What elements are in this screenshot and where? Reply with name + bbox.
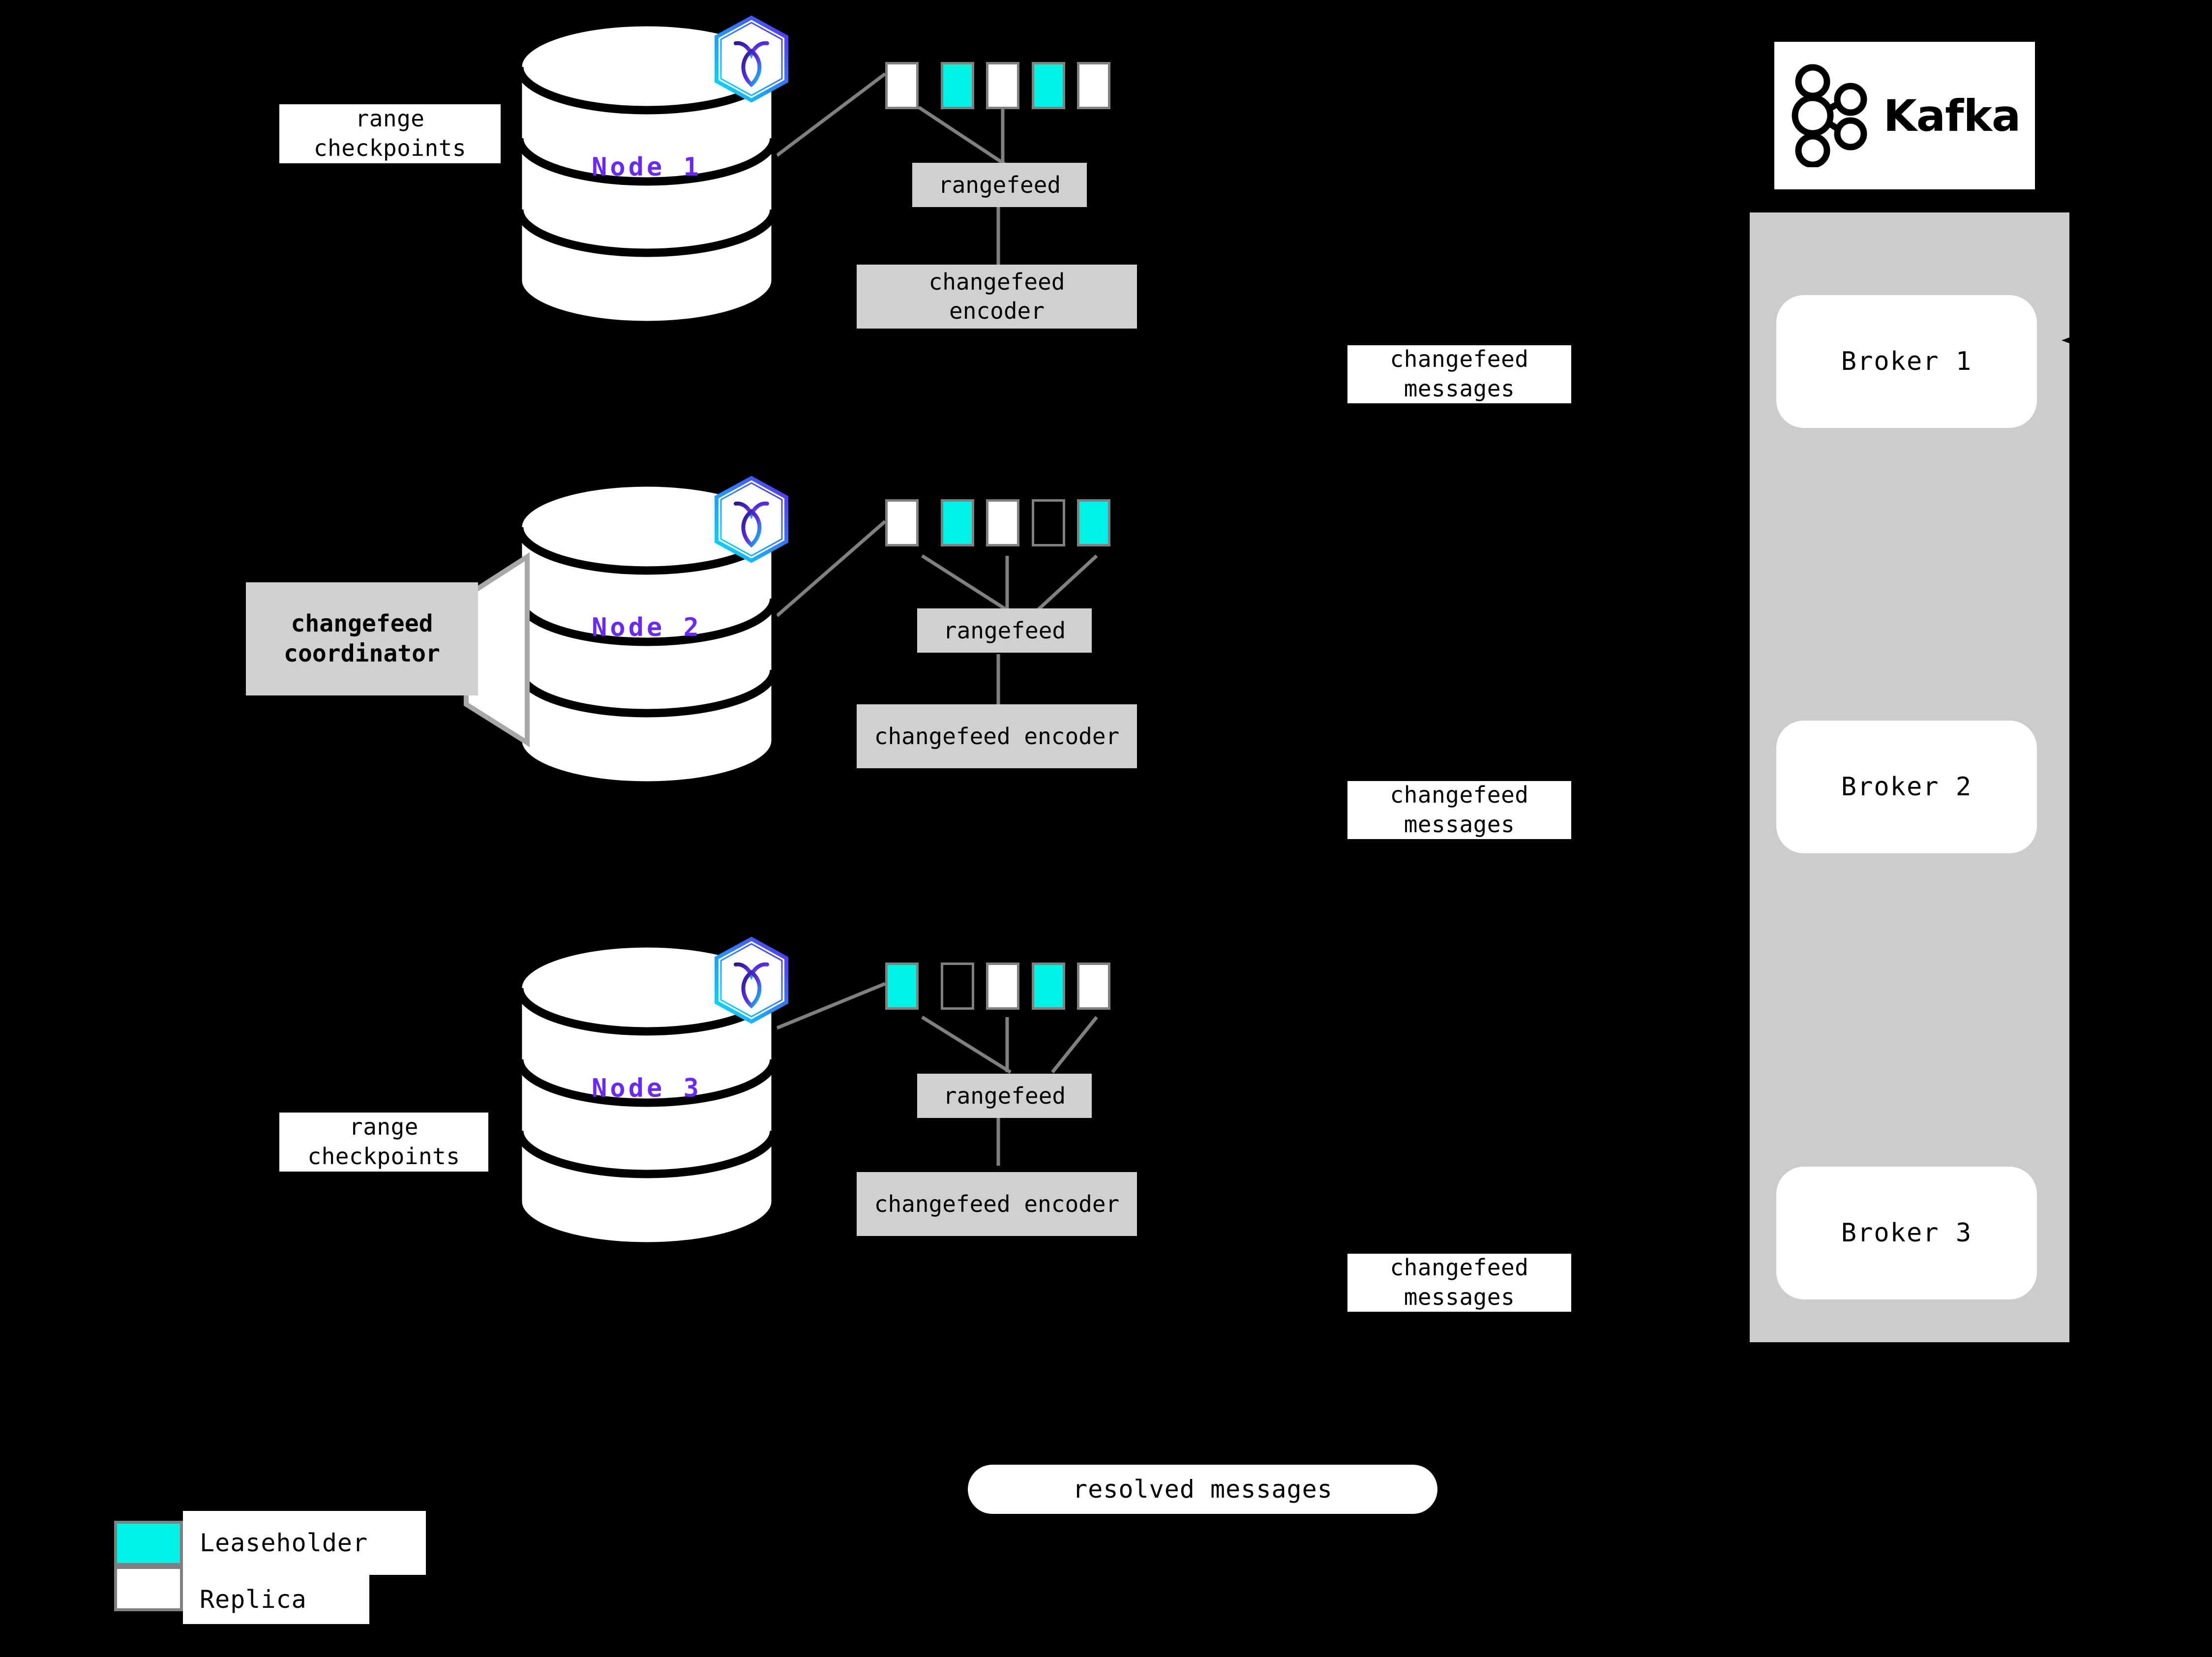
changefeed-messages-label-3: changefeed messages [1347, 1254, 1571, 1312]
range-block [885, 963, 919, 1010]
range-block [941, 62, 974, 109]
range-block [1032, 499, 1065, 546]
node-2-label: Node 2 [592, 613, 702, 642]
range-block [986, 963, 1019, 1010]
node-2-changefeed-encoder-box: changefeed encoder [857, 704, 1137, 768]
kafka-logo-box: Kafka [1774, 42, 2035, 189]
changefeed-messages-label-1: changefeed messages [1347, 345, 1571, 403]
legend-swatch-replica [114, 1566, 183, 1611]
broker-2: Broker 2 [1776, 721, 2037, 853]
legend-label-replica: Replica [183, 1575, 369, 1624]
cockroachdb-hexagon-icon [712, 936, 791, 1024]
resolved-messages-pill: resolved messages [968, 1465, 1437, 1514]
range-block [986, 62, 1019, 109]
legend-label-leaseholder: Leaseholder [183, 1511, 426, 1575]
range-block [885, 62, 919, 109]
node-1-label: Node 1 [592, 152, 702, 182]
cockroachdb-hexagon-icon [712, 475, 791, 564]
node-3-rangefeed-box: rangefeed [917, 1074, 1092, 1118]
cockroachdb-hexagon-icon [712, 15, 791, 103]
range-block [941, 963, 974, 1010]
node-2-rangefeed-box: rangefeed [917, 608, 1092, 653]
range-block [885, 499, 919, 546]
node-3-changefeed-encoder-box: changefeed encoder [857, 1172, 1137, 1236]
range-block [1077, 963, 1110, 1010]
range-block [1032, 963, 1065, 1010]
kafka-wordmark: Kafka [1883, 90, 2021, 141]
node-1-range-checkpoints-label: range checkpoints [279, 104, 501, 163]
legend-swatch-leaseholder [114, 1521, 183, 1566]
range-block [1032, 62, 1065, 109]
node-1-cylinder: Node 1 [515, 20, 778, 327]
node-3-label: Node 3 [592, 1074, 702, 1103]
range-block [1077, 499, 1110, 546]
changefeed-coordinator-box: changefeed coordinator [246, 582, 478, 695]
node-3-range-checkpoints-label: range checkpoints [279, 1113, 488, 1172]
kafka-logo-icon [1792, 64, 1867, 167]
node-2-cylinder: Node 2 [515, 480, 778, 787]
broker-3: Broker 3 [1776, 1167, 2037, 1299]
range-block [941, 499, 974, 546]
range-block [1077, 62, 1110, 109]
range-block [986, 499, 1019, 546]
kafka-inbound-arrows [2062, 333, 2080, 347]
changefeed-messages-label-2: changefeed messages [1347, 781, 1571, 839]
broker-1: Broker 1 [1776, 295, 2037, 428]
node-1-rangefeed-box: rangefeed [912, 163, 1087, 207]
